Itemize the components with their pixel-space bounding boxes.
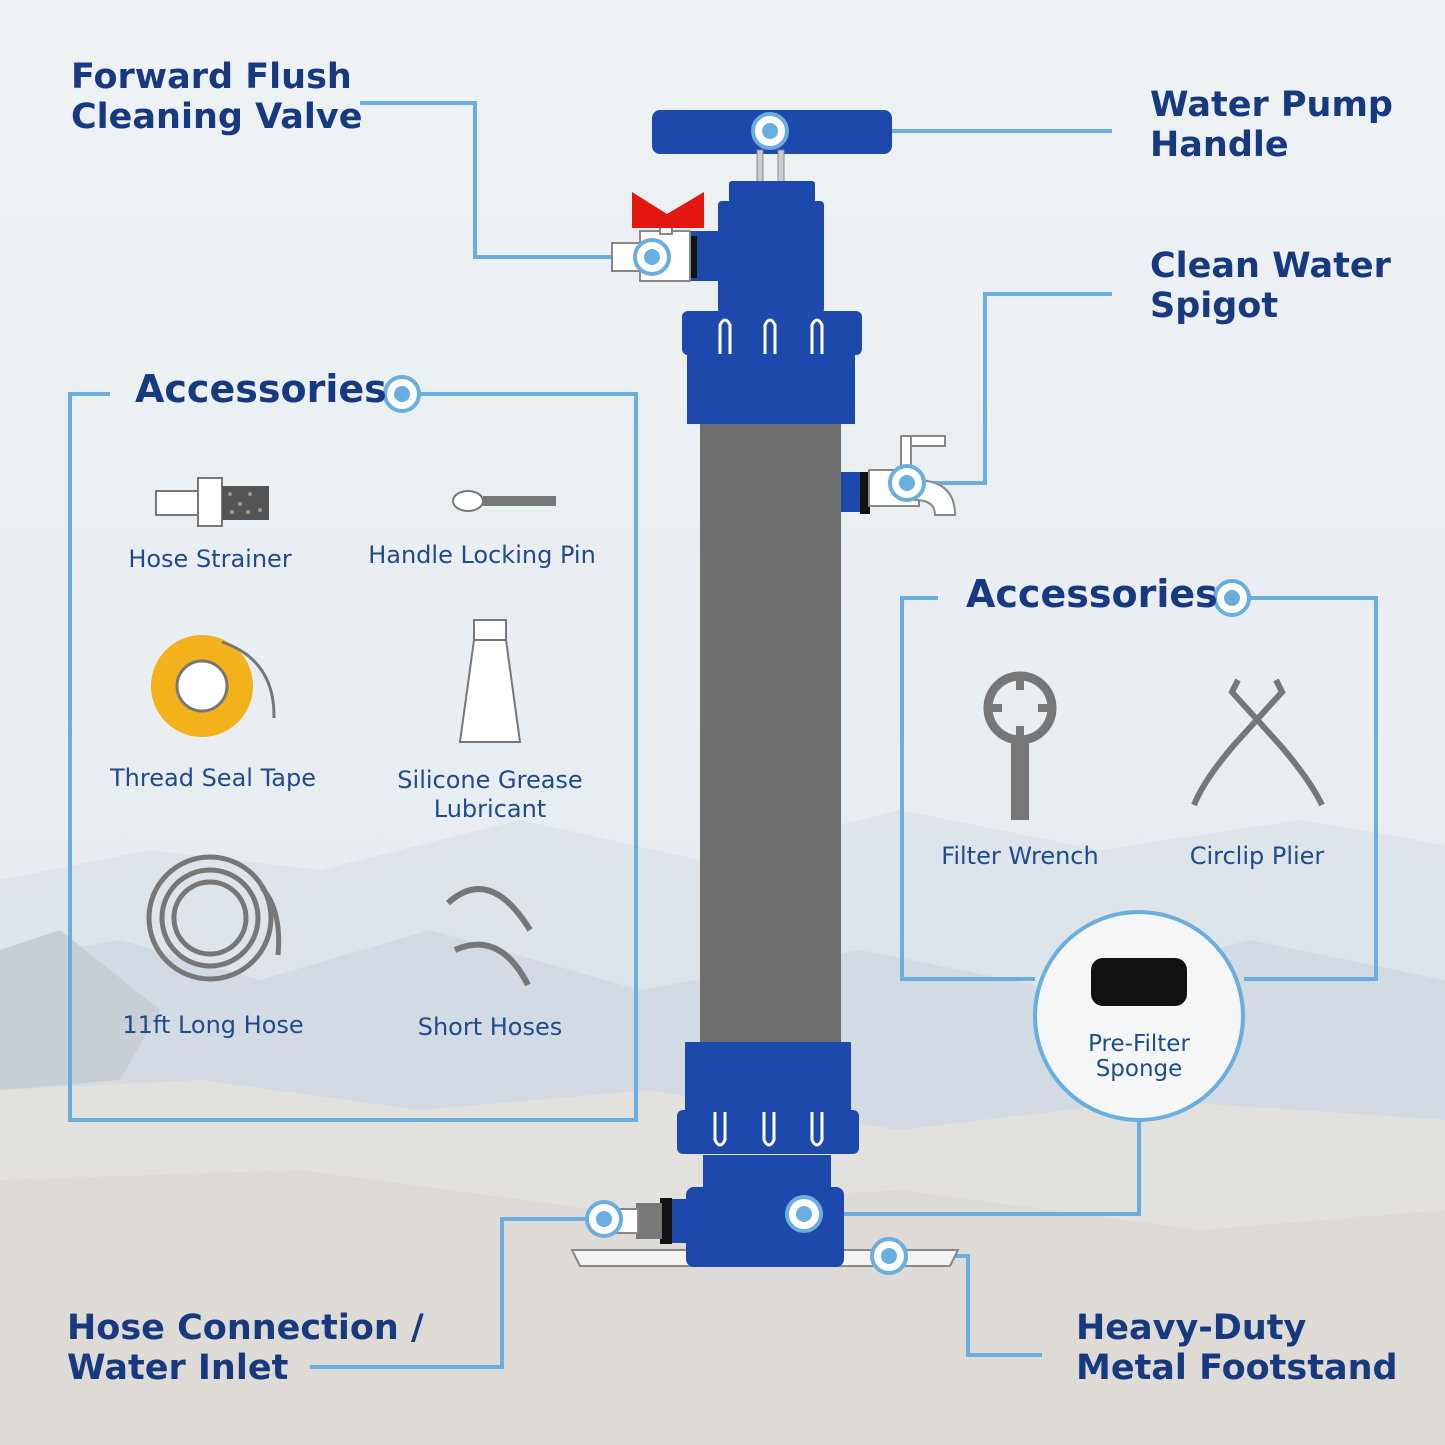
sponge-circle (1033, 910, 1245, 1122)
hose-strainer-label: Hose Strainer (128, 545, 292, 573)
short-hoses-icon (445, 885, 533, 987)
flush-leader-line (360, 101, 652, 259)
circlip-plier-icon (1191, 678, 1325, 807)
flush-callout-dot (633, 238, 671, 276)
long-hose-icon (146, 854, 282, 982)
handle-callout-dot (751, 112, 789, 150)
filter-cartridge (700, 424, 841, 1044)
pre-filter-sponge-icon (1091, 958, 1187, 1006)
pump-base (686, 1187, 844, 1267)
grease-label: Silicone Grease Lubricant (397, 766, 583, 823)
spigot-callout-dot (888, 464, 926, 502)
pump-upper-cylinder (718, 201, 824, 313)
circlip-plier-label: Circlip Plier (1189, 842, 1325, 870)
footstand-label: Heavy-Duty Metal Footstand (1076, 1308, 1398, 1388)
grease-tube-icon (458, 619, 522, 743)
footstand-leader-line (889, 1254, 1042, 1357)
accessories-left-dot (383, 375, 421, 413)
accessories-right-dot (1213, 579, 1251, 617)
accessories-left-frame (68, 392, 638, 1122)
hose-strainer-icon (155, 477, 269, 527)
seal-tape-label: Thread Seal Tape (110, 764, 316, 792)
footstand-callout-dot (870, 1237, 908, 1275)
inlet-leader-line (310, 1217, 604, 1369)
inlet-callout-dot (585, 1200, 623, 1238)
base-callout-dot (785, 1195, 823, 1233)
accessories-right-title: Accessories (966, 572, 1218, 616)
upper-collar (682, 311, 862, 355)
sponge-label: Pre-Filter Sponge (1088, 1031, 1190, 1082)
flush-valve-label: Forward Flush Cleaning Valve (71, 57, 363, 137)
locking-pin-icon (452, 490, 556, 512)
short-hoses-label: Short Hoses (417, 1013, 563, 1041)
filter-wrench-label: Filter Wrench (941, 842, 1099, 870)
water-inlet-connector[interactable] (636, 1203, 662, 1239)
lower-collar (677, 1110, 859, 1154)
accessories-right-frame (900, 596, 1035, 981)
hose-inlet-label: Hose Connection / Water Inlet (67, 1308, 424, 1388)
spigot-label: Clean Water Spigot (1150, 246, 1391, 326)
locking-pin-label: Handle Locking Pin (368, 541, 596, 569)
filter-wrench-icon (983, 671, 1057, 820)
long-hose-label: 11ft Long Hose (122, 1011, 304, 1039)
spigot-leader-line (907, 292, 1112, 485)
pump-handle-label: Water Pump Handle (1150, 85, 1393, 165)
sponge-leader-line (804, 1121, 1141, 1216)
seal-tape-icon (151, 635, 276, 737)
accessories-left-title: Accessories (135, 367, 387, 411)
